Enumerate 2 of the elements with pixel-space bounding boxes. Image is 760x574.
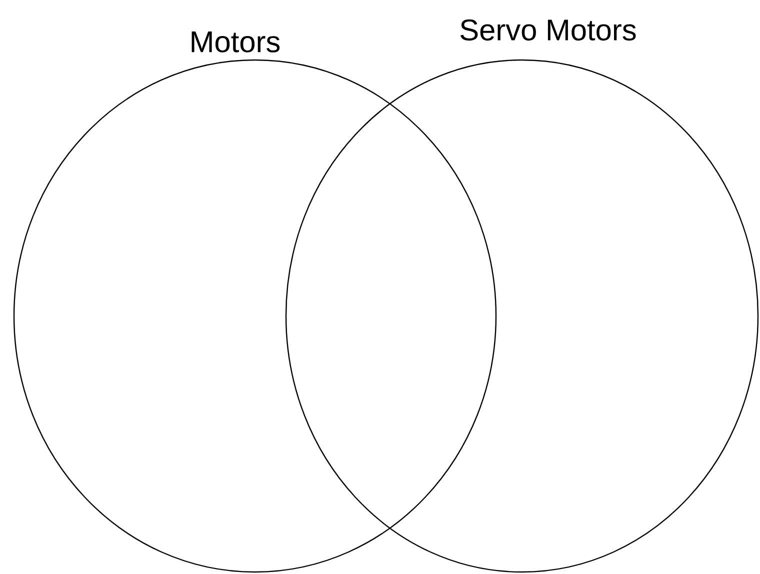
set-heading: Motors [192,32,280,52]
set-heading: Servo Motors [460,19,636,41]
